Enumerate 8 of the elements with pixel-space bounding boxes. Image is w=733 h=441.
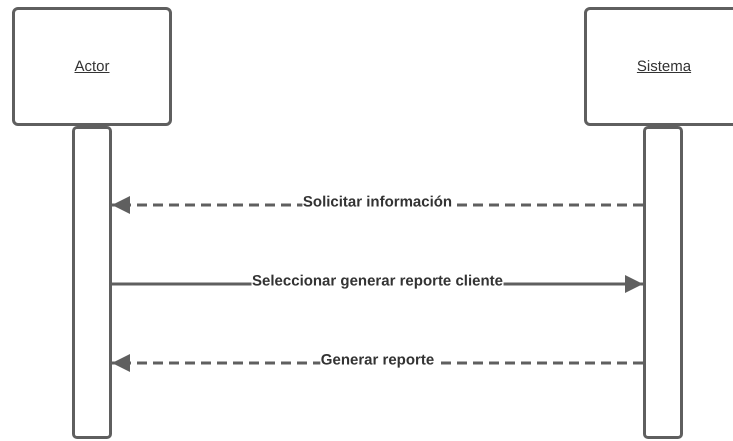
participant-name: Sistema xyxy=(636,58,692,75)
edge-label: Generar reporte xyxy=(320,352,436,368)
edge-label: Seleccionar generar reporte cliente xyxy=(251,272,504,290)
lifeline-bar xyxy=(643,126,683,439)
participant-box xyxy=(12,7,172,126)
lifeline-bar xyxy=(72,126,112,439)
participant-name: Actor xyxy=(74,58,110,75)
participant-box xyxy=(584,7,733,126)
